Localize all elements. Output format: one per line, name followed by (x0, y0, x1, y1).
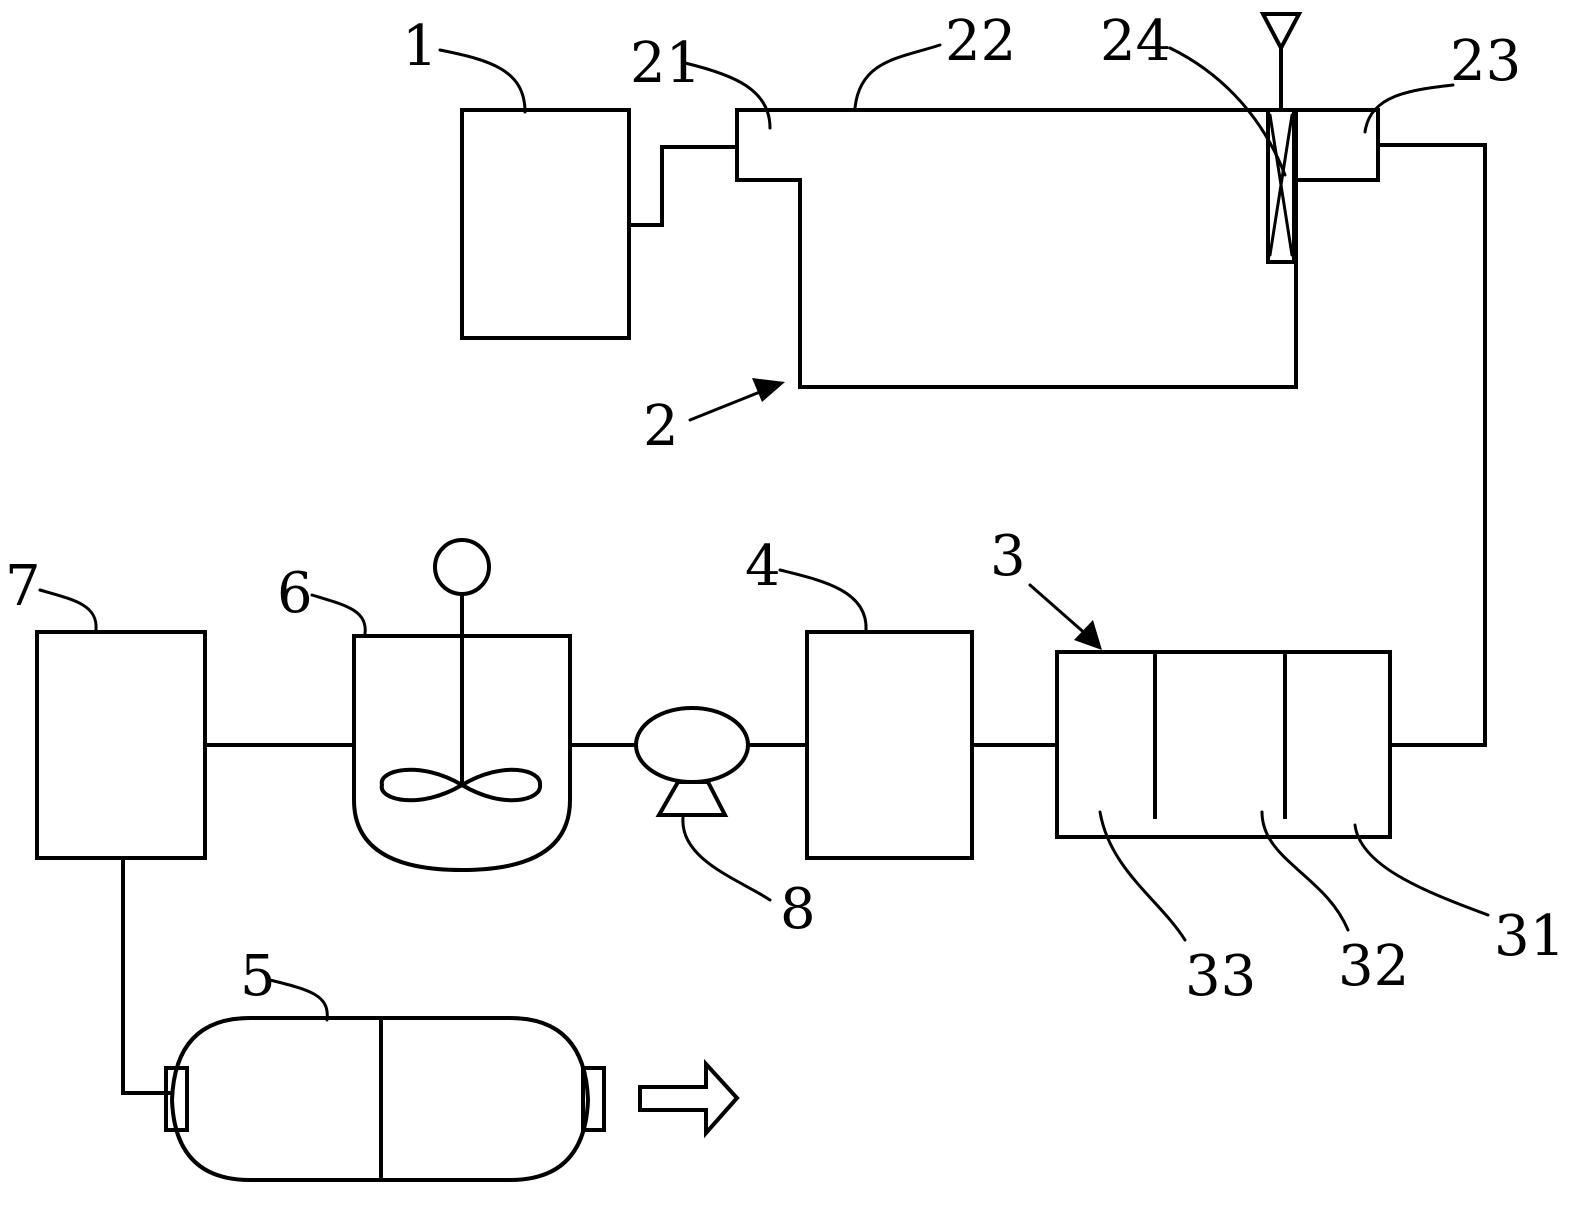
leader-32 (1260, 810, 1350, 932)
pump-base (655, 780, 729, 817)
label-4: 4 (745, 534, 781, 599)
stirrer-icon (379, 538, 542, 803)
unit-4-box (805, 630, 974, 860)
pump-icon (634, 706, 750, 817)
label-7: 7 (5, 554, 41, 619)
cylinder-left-cap (164, 1066, 189, 1132)
pipe-7-to-5 (121, 856, 172, 1095)
unit-3-box (1055, 650, 1392, 839)
cylinder-right-cap (581, 1066, 606, 1132)
arrowhead-3 (1074, 620, 1102, 650)
label-33: 33 (1185, 944, 1256, 1009)
unit-6-stirred-vessel (352, 538, 572, 873)
leader-33 (1098, 810, 1187, 942)
label-32: 32 (1338, 934, 1409, 999)
leader-6 (310, 593, 367, 636)
leader-24 (1168, 46, 1287, 177)
label-21: 21 (630, 31, 701, 96)
pipe-23-to-31 (1376, 143, 1487, 747)
leader-lines (38, 43, 1490, 1022)
unit-2-tank (735, 108, 1380, 389)
unit-1-box (460, 108, 631, 340)
leader-21 (683, 61, 772, 130)
label-2: 2 (643, 394, 679, 459)
label-22: 22 (945, 9, 1016, 74)
gas-cylinder-icon (164, 1016, 606, 1182)
stirrer-impeller (379, 767, 542, 803)
leader-1 (438, 48, 527, 114)
label-31: 31 (1494, 904, 1565, 969)
stirrer-motor (433, 538, 491, 596)
label-6: 6 (277, 561, 313, 626)
valve-triangle (1259, 12, 1303, 53)
arrowhead-2 (752, 378, 785, 402)
label-5: 5 (240, 944, 276, 1009)
leader-7 (38, 588, 98, 632)
arrow-label-3 (1028, 583, 1102, 650)
vessel-6-body (352, 634, 572, 873)
label-8: 8 (780, 877, 816, 942)
hollow-arrow-icon (638, 1058, 740, 1139)
label-1: 1 (402, 14, 438, 79)
unit-3-separator (1055, 650, 1392, 839)
tank-2-outline (735, 108, 1380, 389)
label-23: 23 (1450, 29, 1521, 94)
leader-23 (1363, 83, 1455, 134)
label-24: 24 (1100, 9, 1171, 74)
label-3: 3 (990, 524, 1026, 589)
pipe-1-to-21 (627, 145, 739, 227)
cylinder-5-body (169, 1016, 591, 1182)
leader-22 (853, 43, 942, 110)
leader-4 (778, 568, 868, 632)
leader-31 (1353, 823, 1490, 917)
arrow-label-2 (688, 378, 785, 422)
pump-body (634, 706, 750, 784)
leader-8 (681, 816, 772, 902)
unit-7-box (35, 630, 207, 860)
valve-icon (1259, 12, 1303, 264)
leader-5 (268, 978, 329, 1022)
